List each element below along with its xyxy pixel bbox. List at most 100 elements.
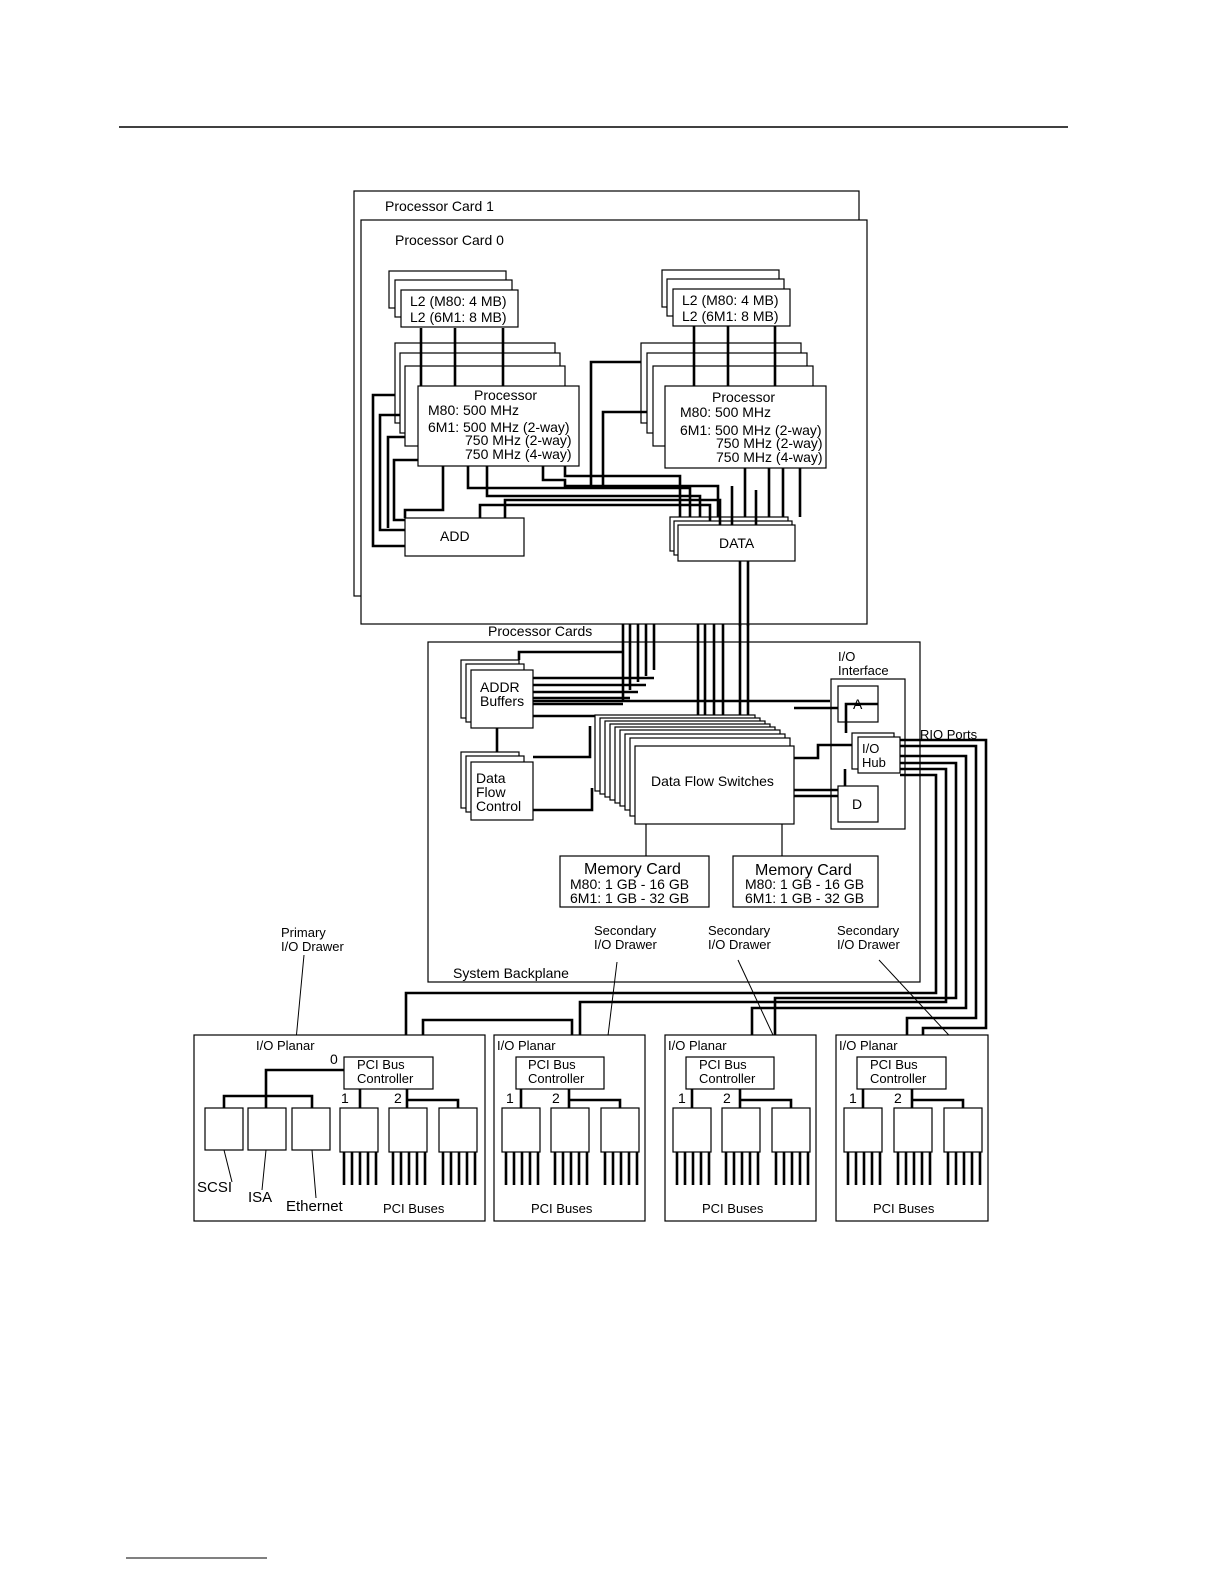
primary-drawer-line2: I/O Drawer: [281, 939, 345, 954]
primary-drawer-line1: Primary: [281, 925, 326, 940]
pci-controller-2-line2: Controller: [528, 1071, 585, 1086]
system-backplane-label: System Backplane: [453, 965, 569, 981]
processor-right-title: Processor: [712, 389, 775, 405]
pci-bridge-4b: [893, 1107, 933, 1153]
port-d-box: [837, 785, 879, 823]
pci-buses-label-d3: PCI Buses: [702, 1201, 764, 1216]
processor-right-line4: 750 MHz (4-way): [716, 449, 823, 465]
processor-right-line1: M80: 500 MHz: [680, 404, 771, 420]
ethernet-label: Ethernet: [286, 1198, 344, 1215]
memory-left-title: Memory Card: [584, 861, 681, 878]
pci-bridge-1c: [438, 1107, 478, 1153]
l2-right-line1: L2 (M80: 4 MB): [682, 292, 778, 308]
processor-left-title: Processor: [474, 387, 537, 403]
processor-left-line2: 6M1: 500 MHz (2-way): [428, 419, 570, 435]
processor-cards-label: Processor Cards: [488, 623, 592, 639]
pci-bridge-3c: [771, 1107, 811, 1153]
processor-right-line3: 750 MHz (2-way): [716, 435, 823, 451]
secondary-drawer-2-line2: I/O Drawer: [708, 937, 772, 952]
memory-card-right: Memory Card M80: 1 GB - 16 GB 6M1: 1 GB …: [732, 855, 879, 908]
pci-bridge-3b: [721, 1107, 761, 1153]
pci-controller-1-line2: Controller: [357, 1071, 414, 1086]
pci-buses-label-d1: PCI Buses: [383, 1201, 445, 1216]
io-planar-1-label: I/O Planar: [256, 1038, 315, 1053]
addr-buffers: ADDR Buffers: [460, 659, 534, 729]
data-flow-control-line2: Flow: [476, 784, 506, 800]
pci-bridge-2b: [550, 1107, 590, 1153]
io-hub-line1: I/O: [862, 741, 879, 756]
processor-left: Processor M80: 500 MHz 6M1: 500 MHz (2-w…: [394, 342, 580, 467]
bus-2-label-d2: 2: [552, 1090, 560, 1106]
pci-bridge-1b: [388, 1107, 428, 1153]
io-interface-line1: I/O: [838, 649, 855, 664]
io-planar-4-label: I/O Planar: [839, 1038, 898, 1053]
secondary-drawer-3-line2: I/O Drawer: [837, 937, 901, 952]
memory-right-line1: M80: 1 GB - 16 GB: [745, 876, 864, 892]
io-planar-3-label: I/O Planar: [668, 1038, 727, 1053]
pci-controller-4: [856, 1056, 947, 1090]
pci-buses-label-d4: PCI Buses: [873, 1201, 935, 1216]
secondary-io-drawer-1: I/O Planar PCI Bus Controller 1 2 PCI Bu…: [493, 1034, 646, 1222]
bus-1-label-d1: 1: [341, 1090, 349, 1106]
data-chip: DATA: [669, 516, 796, 562]
memory-left-line2: 6M1: 1 GB - 32 GB: [570, 890, 689, 906]
processor-right-line2: 6M1: 500 MHz (2-way): [680, 422, 822, 438]
processor-card-1-label: Processor Card 1: [385, 198, 494, 214]
secondary-io-drawer-3: I/O Planar PCI Bus Controller 1 2 PCI Bu…: [835, 1034, 989, 1222]
data-flow-switches: Data Flow Switches: [594, 714, 795, 825]
l2-cache-left: L2 (M80: 4 MB) L2 (6M1: 8 MB): [388, 270, 519, 328]
add-chip: ADD: [404, 517, 525, 557]
processor-left-line3: 750 MHz (2-way): [465, 432, 572, 448]
isa-adapter: [247, 1107, 287, 1151]
pci-controller-1-line1: PCI Bus: [357, 1057, 405, 1072]
data-flow-control-line1: Data: [476, 770, 506, 786]
processor-card-0-label: Processor Card 0: [395, 232, 504, 248]
pci-bridge-4c: [943, 1107, 983, 1153]
addr-buffers-line2: Buffers: [480, 693, 524, 709]
bus-1-label-d4: 1: [849, 1090, 857, 1106]
pci-controller-1: [343, 1056, 434, 1090]
io-planar-2-label: I/O Planar: [497, 1038, 556, 1053]
bus-0-label: 0: [330, 1051, 338, 1067]
pci-bridge-1a: [339, 1107, 379, 1153]
port-d-label: D: [852, 796, 862, 812]
scsi-label: SCSI: [197, 1179, 232, 1196]
bus-1-label-d2: 1: [506, 1090, 514, 1106]
l2-right-line2: L2 (6M1: 8 MB): [682, 308, 778, 324]
secondary-drawer-1-line2: I/O Drawer: [594, 937, 658, 952]
pci-controller-3-line1: PCI Bus: [699, 1057, 747, 1072]
system-backplane: Processor Cards System Backplane ADDR Bu…: [427, 623, 978, 983]
l2-left-line2: L2 (6M1: 8 MB): [410, 309, 506, 325]
bus-2-label-d3: 2: [723, 1090, 731, 1106]
pci-bridge-3a: [672, 1107, 712, 1153]
l2-cache-right: L2 (M80: 4 MB) L2 (6M1: 8 MB): [661, 269, 791, 327]
pci-buses-label-d2: PCI Buses: [531, 1201, 593, 1216]
pci-bridge-2c: [600, 1107, 640, 1153]
pci-bridge-2a: [501, 1107, 541, 1153]
secondary-drawer-3-line1: Secondary: [837, 923, 900, 938]
pci-controller-3-line2: Controller: [699, 1071, 756, 1086]
primary-io-drawer: I/O Planar 0 PCI Bus Controller 1 2 SCSI…: [193, 1034, 486, 1222]
memory-card-left: Memory Card M80: 1 GB - 16 GB 6M1: 1 GB …: [559, 855, 710, 908]
add-label: ADD: [440, 528, 470, 544]
bus-2-label-d1: 2: [394, 1090, 402, 1106]
pci-bridge-4a: [843, 1107, 883, 1153]
memory-right-title: Memory Card: [755, 862, 852, 879]
memory-left-line1: M80: 1 GB - 16 GB: [570, 876, 689, 892]
bus-2-label-d4: 2: [894, 1090, 902, 1106]
io-interface-line2: Interface: [838, 663, 889, 678]
data-flow-control-line3: Control: [476, 798, 521, 814]
pci-controller-2: [515, 1056, 605, 1090]
addr-buffers-line1: ADDR: [480, 679, 520, 695]
secondary-drawer-1-line1: Secondary: [594, 923, 657, 938]
processor-left-line1: M80: 500 MHz: [428, 402, 519, 418]
io-hub-line2: Hub: [862, 755, 886, 770]
memory-right-line2: 6M1: 1 GB - 32 GB: [745, 890, 864, 906]
pci-controller-4-line2: Controller: [870, 1071, 927, 1086]
pci-controller-4-line1: PCI Bus: [870, 1057, 918, 1072]
rio-ports-label: RIO Ports: [920, 727, 978, 742]
pci-controller-2-line1: PCI Bus: [528, 1057, 576, 1072]
data-flow-control: Data Flow Control: [460, 751, 534, 821]
processor-card-0: Processor Card 0 L2 (M80: 4 MB) L2 (6M1:…: [360, 219, 868, 626]
